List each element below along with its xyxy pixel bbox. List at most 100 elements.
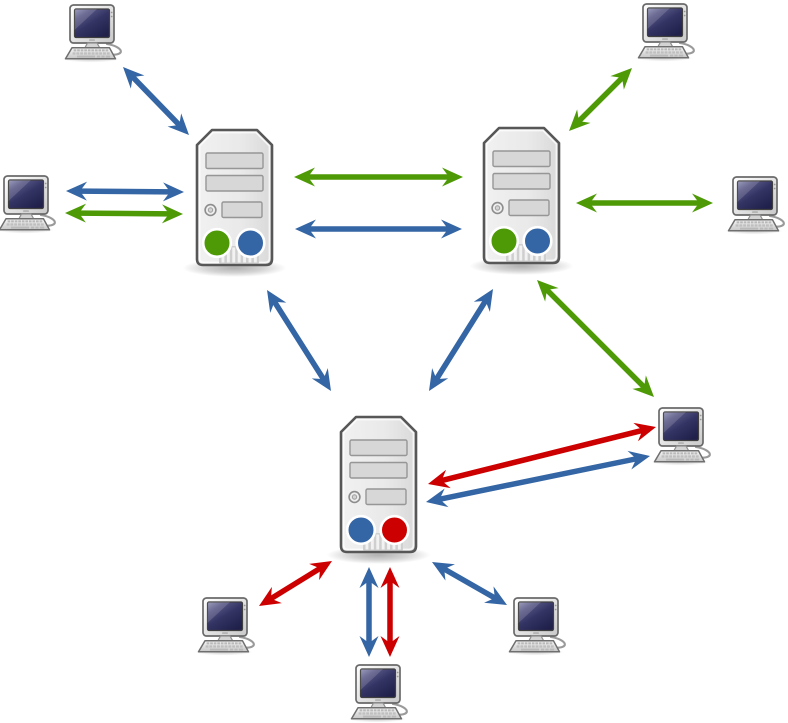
status-led-blue (345, 514, 377, 546)
bezel-button (243, 608, 246, 611)
arrow-head (441, 219, 462, 239)
arrow-head (259, 586, 282, 606)
drive-bay-1 (205, 152, 264, 170)
arrow-shaft (271, 299, 327, 382)
arrow-head (429, 368, 449, 391)
arrow-head (295, 219, 316, 239)
arrow-shaft (439, 427, 645, 484)
arrow-head (162, 182, 184, 202)
bezel-button (773, 183, 776, 186)
bezel-label (533, 632, 539, 634)
arrow-head (569, 109, 591, 131)
bezel-button (699, 414, 702, 417)
device-slot (508, 199, 550, 217)
arrow-shaft (78, 188, 172, 195)
server-body-highlight (342, 418, 415, 551)
arrow-head (65, 203, 87, 223)
bezel-button (243, 604, 246, 607)
bezel-button (396, 675, 399, 678)
bezel-button (554, 604, 557, 607)
bezel-button (44, 182, 47, 185)
arrow-head (576, 193, 597, 213)
power-button-inner (351, 494, 358, 500)
arrow-shaft (441, 566, 498, 601)
arrow-head (161, 204, 183, 224)
bezel-button (683, 10, 686, 13)
keyboard-keys (661, 452, 700, 461)
bezel-button (773, 187, 776, 190)
screen (517, 601, 555, 632)
status-led-blue (522, 225, 553, 257)
arrow-head (359, 636, 379, 657)
arrow-client-top-left--server-top-left (123, 67, 189, 135)
arrow-head (380, 567, 400, 588)
drive-bay-2 (492, 172, 551, 190)
arrow-server-top-left--server-top-right-green (294, 167, 463, 187)
arrow-server-top-left--server-bottom (267, 290, 331, 391)
keyboard-keys (735, 221, 774, 230)
arrow-head (428, 469, 451, 489)
bezel-button (554, 608, 557, 611)
screen (7, 179, 45, 210)
arrow-head (311, 368, 331, 391)
arrow-head (167, 113, 189, 135)
bezel-label (89, 39, 95, 41)
arrow-head (432, 562, 455, 581)
arrow-shaft (130, 74, 182, 128)
keyboard-keys (72, 49, 111, 58)
arrow-head (627, 450, 650, 470)
screen (206, 601, 244, 632)
arrow-shaft (77, 210, 171, 217)
bezel-button (396, 671, 399, 674)
arrow-server-bottom--client-middle-right-red (428, 422, 656, 489)
keyboard-keys (516, 642, 555, 651)
status-led-blue (235, 227, 266, 259)
arrow-head (294, 167, 315, 187)
arrow-server-bottom--client-bottom-right (432, 562, 507, 605)
arrow-shaft (544, 287, 647, 390)
arrow-shaft (433, 298, 489, 382)
arrow-client-left--server-top-left-green (65, 203, 183, 224)
device-slot (221, 201, 263, 219)
bezel-label (375, 699, 381, 701)
arrow-head (633, 422, 656, 442)
bezel-button (44, 186, 47, 189)
screen-glare (518, 602, 541, 623)
client-top-right (635, 3, 695, 62)
arrow-head (267, 290, 287, 313)
drive-bay-1 (349, 439, 408, 457)
status-led-green (488, 225, 520, 257)
server-bottom (326, 415, 431, 564)
server-top-left (182, 128, 287, 277)
arrow-head (309, 561, 332, 581)
arrow-head (610, 68, 632, 90)
arrow-head (632, 375, 654, 397)
keyboard-keys (358, 709, 397, 718)
arrow-head (473, 289, 493, 312)
screen-glare (663, 412, 686, 433)
bezel-button (110, 11, 113, 14)
bezel-label (23, 210, 29, 212)
arrow-head (692, 193, 713, 213)
client-middle-right (651, 407, 711, 466)
nodes-layer (0, 3, 785, 723)
arrow-head (66, 181, 88, 201)
arrow-server-bottom--client-bottom-center-red (380, 567, 400, 657)
status-led-green (201, 227, 233, 259)
server-top-right (469, 126, 574, 275)
arrow-server-top-right--client-middle-right (537, 280, 654, 397)
arrow-server-top-left--server-top-right-blue (295, 219, 462, 239)
screen (73, 8, 111, 39)
arrow-head (380, 636, 400, 657)
arrow-head (123, 67, 145, 89)
bezel-label (662, 38, 668, 40)
screen (646, 7, 684, 38)
arrow-head (442, 167, 463, 187)
arrow-shaft (576, 75, 625, 124)
screen-glare (647, 8, 670, 29)
arrow-shaft (438, 455, 638, 503)
keyboard-keys (6, 220, 45, 229)
client-bottom-right (506, 597, 566, 656)
screen-glare (74, 9, 97, 30)
edges-layer (65, 67, 713, 657)
